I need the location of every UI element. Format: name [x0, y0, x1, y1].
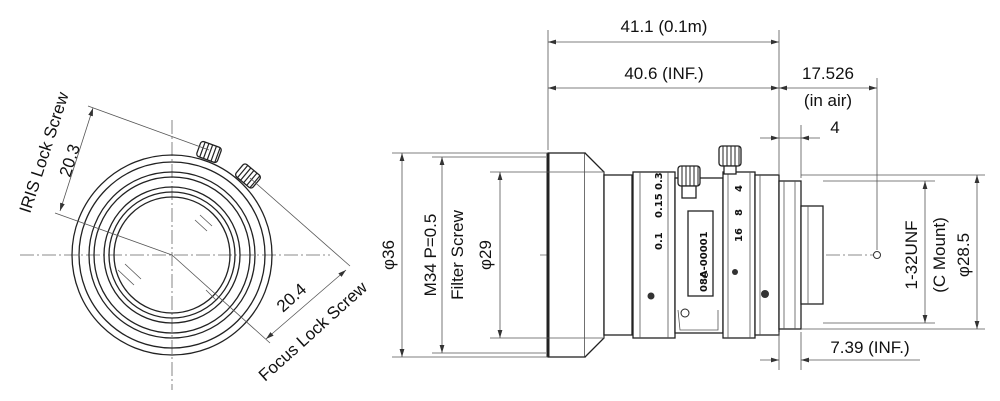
dim-back-focus: 7.39 (INF.): [830, 338, 909, 357]
iris-lock-dim: 20.3: [56, 142, 84, 179]
dim-overall-inf: 40.6 (INF.): [624, 64, 703, 83]
focus-scale-1: 0.15: [654, 193, 665, 218]
front-ring-6: [108, 191, 236, 319]
front-ring-5: [103, 186, 241, 324]
mount-thread: 1-32UNF: [902, 221, 921, 290]
front-body: [603, 174, 633, 336]
focus-lock-screw-side: [677, 165, 701, 199]
iris-lock-screw-side: [718, 145, 742, 175]
mount-label: (C Mount): [930, 217, 949, 293]
focus-lock-screw-knob: [235, 163, 261, 189]
front-ring-4: [93, 176, 251, 334]
front-view: IRIS Lock Screw 20.3 Focus Lock Screw 20…: [16, 89, 371, 390]
dim-flange-back-note: (in air): [804, 91, 852, 110]
focus-scale-0: 0.1: [654, 232, 665, 250]
front-ring-2: [78, 161, 266, 349]
front-glass: [113, 196, 231, 314]
mount-diameter: φ28.5: [954, 233, 973, 277]
dim-mount-depth: 4: [830, 118, 839, 137]
model-marking: 08A-00001: [699, 231, 710, 292]
front-ring-3: [88, 171, 256, 339]
dim-outer-diameter: φ36: [379, 240, 398, 270]
front-hood: [546, 152, 605, 358]
filter-diameter: φ29: [476, 240, 495, 270]
iris-lock-screw-knob: [196, 140, 222, 164]
filter-label: Filter Screw: [448, 209, 467, 299]
focus-lock-dim: 20.4: [273, 280, 310, 316]
focus-ring: [632, 171, 676, 339]
iris-dimension: [54, 105, 210, 256]
iris-scale-1: 8: [734, 209, 745, 216]
lens-markings: 0.1 0.15 0.3 08A-00001 16 8 4: [654, 172, 745, 292]
filter-thread: M34 P=0.5: [421, 214, 440, 297]
glass-reflection-marks: [117, 214, 217, 301]
side-view: 0.1 0.15 0.3 08A-00001 16 8 4: [379, 17, 985, 370]
rear-body: [754, 174, 780, 336]
image-plane-point: [873, 251, 881, 259]
extension-lines: [392, 30, 985, 370]
dim-flange-back: 17.526: [802, 64, 854, 83]
iris-ring: [722, 171, 756, 339]
c-mount: [778, 180, 824, 330]
front-outer-ring: [71, 154, 273, 356]
horizontal-dimensions: [548, 39, 920, 363]
focus-lock-screw-label: Focus Lock Screw: [255, 277, 371, 385]
dim-overall-near: 41.1 (0.1m): [621, 17, 708, 36]
iris-scale-0: 16: [734, 228, 745, 242]
model-label-plate: [687, 210, 714, 297]
rear-lens-element: [800, 205, 824, 305]
vertical-dimensions: [399, 153, 980, 357]
focus-scale-2: 0.3: [654, 172, 665, 190]
focus-dimension: [171, 177, 351, 344]
iris-scale-2: 4: [734, 185, 745, 192]
